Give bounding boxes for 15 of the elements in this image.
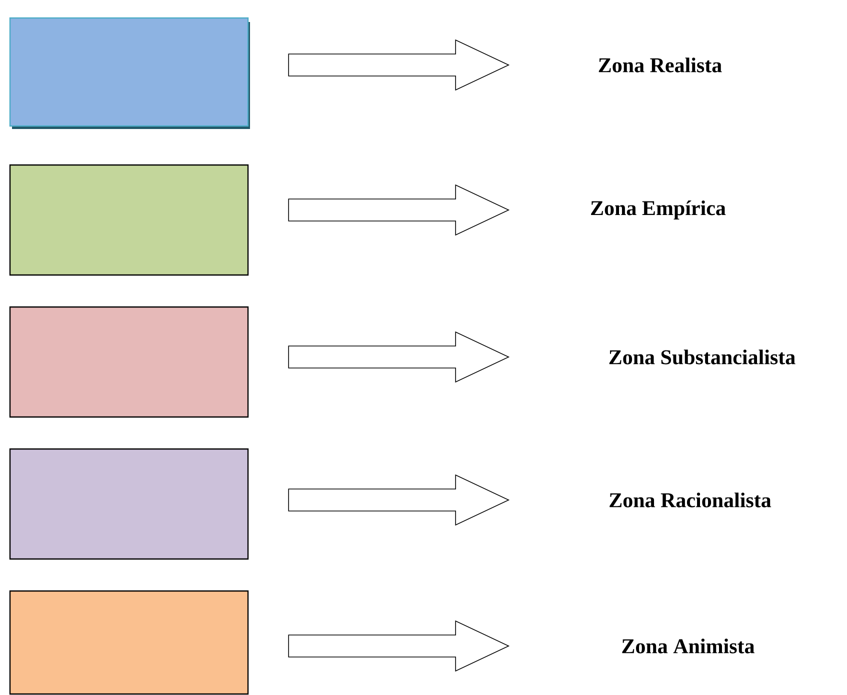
colored-box — [9, 590, 249, 695]
colored-box — [9, 17, 250, 129]
block-arrow — [288, 184, 510, 236]
block-arrow — [288, 474, 510, 526]
block-arrow — [288, 331, 510, 383]
block-arrow — [288, 620, 510, 672]
zone-label: Zona Realista — [598, 58, 722, 72]
colored-box — [9, 448, 249, 560]
zone-label: Zona Racionalista — [610, 492, 772, 508]
colored-box — [9, 306, 249, 418]
zone-label: Zona Animista — [622, 638, 754, 654]
zone-label: Zona Empírica — [591, 200, 726, 220]
block-arrow — [288, 39, 510, 91]
zone-label: Zona Substancialista — [609, 350, 796, 364]
colored-box — [9, 164, 249, 276]
